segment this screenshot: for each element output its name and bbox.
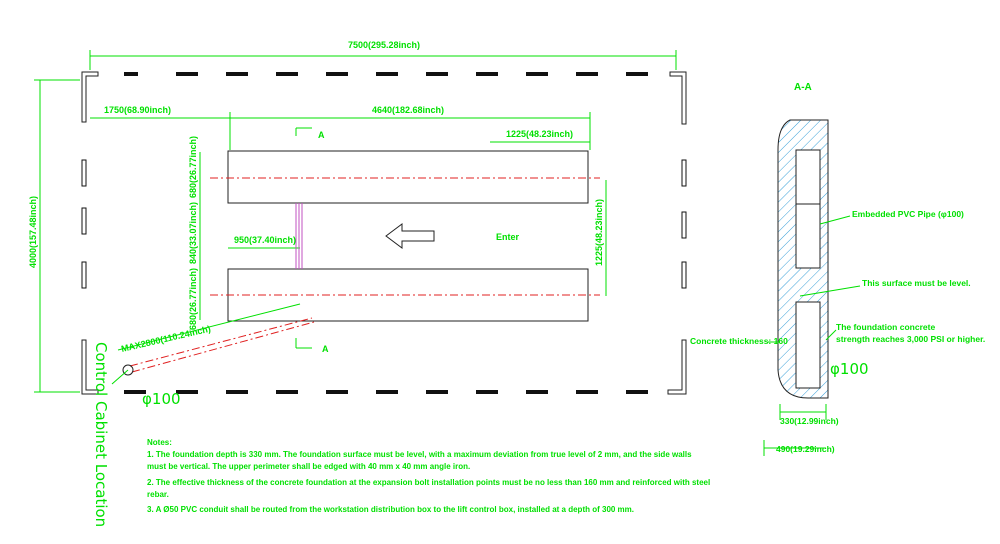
section-pipe-dia-label: φ100 [830,360,869,378]
gap-label: 950(37.40inch) [234,235,296,245]
left-middle-label: 840(33.07inch) [188,202,198,264]
pit-length-label: 4640(182.68inch) [372,105,444,115]
section-mark-top: A [318,130,325,140]
control-cabinet-label: Control Cabinet Location [92,342,110,527]
section-a-a [763,119,861,456]
right-segment-label: 1225(48.23inch) [506,129,573,139]
section-title: A-A [794,82,812,93]
concrete-strength-line-2: strength reaches 3,000 PSI or higher. [836,334,985,344]
outer-perimeter [81,71,687,395]
pipe-dia-label: φ100 [142,390,181,408]
overall-dimension-lines [34,50,677,393]
right-height-label: 1225(48.23inch) [594,199,604,266]
overall-height-label: 4000(157.48inch) [28,196,38,268]
max-conduit-label: MAX2800(110.24inch) [120,324,211,354]
offset-left-label: 1750(68.90inch) [104,105,171,115]
pvc-pipe-label: Embedded PVC Pipe (φ100) [852,209,964,219]
notes-line-3: 2. The effective thickness of the concre… [147,478,710,487]
section-mark-bottom: A [322,344,329,354]
concrete-strength-line-1: The foundation concrete [836,322,935,332]
concrete-thickness-label: Concrete thickness: 160 [690,336,788,346]
overall-width-label: 7500(295.28inch) [348,40,420,50]
left-upper-label: 680(26.77inch) [188,136,198,198]
notes-line-1: 1. The foundation depth is 330 mm. The f… [147,450,692,459]
enter-arrow-icon [385,223,435,249]
notes-line-2: must be vertical. The upper perimeter sh… [147,462,470,471]
notes-line-5: 3. A Ø50 PVC conduit shall be routed fro… [147,505,634,514]
notes-line-4: rebar. [147,490,169,499]
enter-label: Enter [496,232,520,242]
section-marks [295,127,312,349]
notes-heading: Notes: [147,438,172,447]
conduit-route [111,303,315,385]
section-depth-label: 330(12.99inch) [780,416,839,426]
section-width-label: 490(19.29inch) [776,444,835,454]
lift-pits [210,150,600,322]
level-surface-label: This surface must be level. [862,278,971,288]
left-lower-label: 680(26.77inch) [188,268,198,330]
